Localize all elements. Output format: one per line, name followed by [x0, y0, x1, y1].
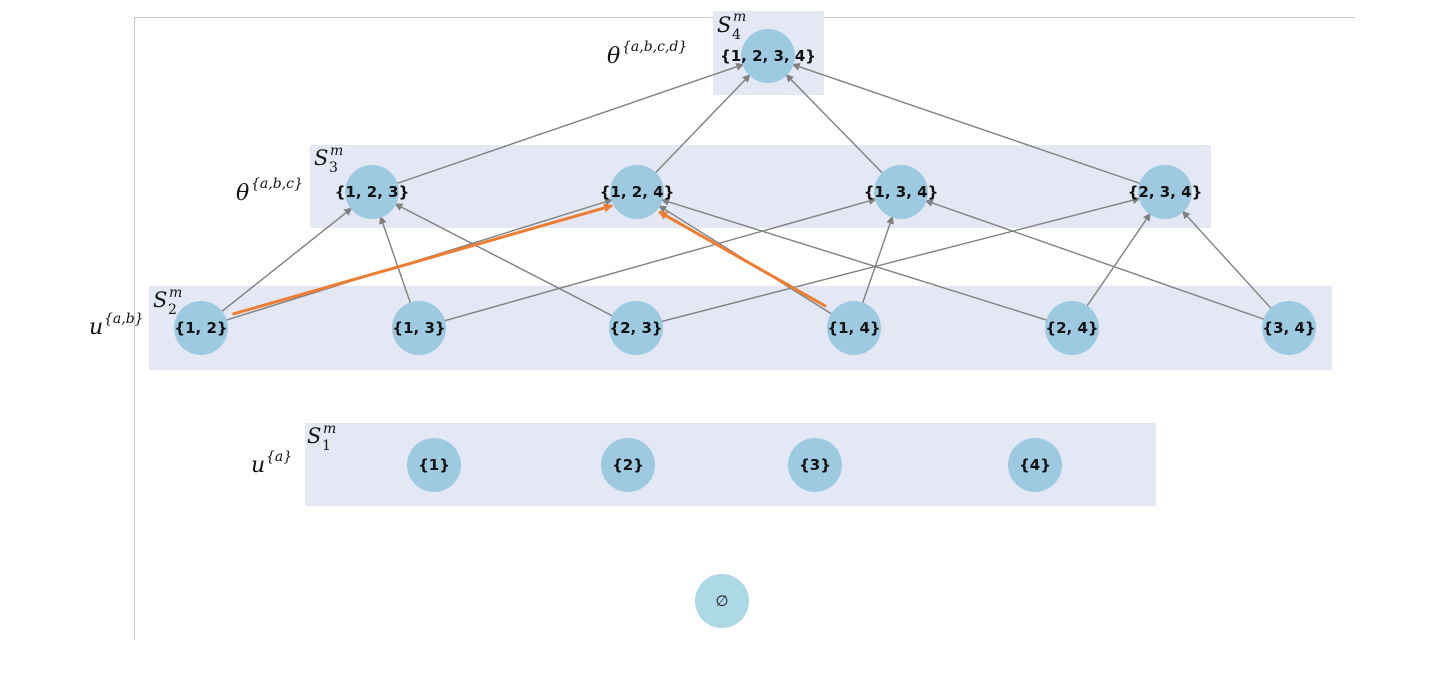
node-circle	[1138, 165, 1192, 219]
node-label: {4}	[1019, 456, 1051, 474]
layer-label-sub: 3	[329, 160, 338, 176]
param-main: θ	[236, 181, 249, 206]
node-2: {2}	[601, 438, 655, 492]
node-circle	[741, 29, 795, 83]
node-12: {1, 2}	[174, 301, 228, 355]
param-sup: {a,b,c,d}	[622, 39, 687, 55]
node-label: ∅	[715, 592, 728, 610]
node-1234: {1, 2, 3, 4}	[720, 29, 816, 83]
node-circle	[392, 301, 446, 355]
edge-n123-to-n1234	[390, 63, 745, 187]
node-label: {1, 3}	[392, 319, 445, 337]
param-label-s1: u {a}	[251, 449, 292, 478]
edge-n24-to-n234	[1082, 212, 1151, 312]
node-3: {3}	[788, 438, 842, 492]
node-label: {2, 3, 4}	[1128, 183, 1203, 201]
band-s2	[149, 286, 1332, 370]
edge-n134-to-n1234	[785, 74, 888, 179]
node-label: {1, 2, 4}	[600, 183, 675, 201]
layer-label-sup: m	[733, 9, 746, 25]
node-label: {2}	[612, 456, 644, 474]
node-124: {1, 2, 4}	[600, 165, 675, 219]
param-label-s2: u {a,b}	[89, 311, 144, 340]
node-4: {4}	[1008, 438, 1062, 492]
node-label: {2, 3}	[609, 319, 662, 337]
node-circle	[695, 574, 749, 628]
highlighted-edges	[232, 203, 827, 316]
node-label: {1, 2}	[174, 319, 227, 337]
node-circle	[610, 165, 664, 219]
param-main: u	[251, 453, 265, 478]
layer-label-sup: m	[323, 421, 336, 437]
node-label: {1, 3, 4}	[864, 183, 939, 201]
edge-n24-to-n124	[661, 198, 1054, 323]
node-circle	[827, 301, 881, 355]
edge-n14-to-n134	[859, 215, 894, 310]
node-24: {2, 4}	[1045, 301, 1099, 355]
edge-n12-to-n123	[216, 207, 353, 317]
layer-label-s3: S m 3	[314, 143, 343, 176]
node-label: {3, 4}	[1262, 319, 1315, 337]
node-label: {1, 2, 3, 4}	[720, 47, 816, 65]
node-123: {1, 2, 3}	[335, 165, 410, 219]
layer-label-sup: m	[169, 285, 182, 301]
node-circle	[1045, 301, 1099, 355]
param-sup: {a,b,c}	[251, 176, 303, 192]
highlight-edge-n14-to-n124	[658, 210, 827, 308]
param-sup: {a,b}	[104, 311, 144, 327]
node-circle	[1008, 438, 1062, 492]
edge-n23-to-n123	[394, 203, 619, 320]
layer-label-main: S	[307, 424, 321, 448]
node-circle	[345, 165, 399, 219]
node-circle	[874, 165, 928, 219]
param-label-s3: θ {a,b,c}	[236, 176, 303, 206]
node-14: {1, 4}	[827, 301, 881, 355]
edge-n23-to-n234	[655, 196, 1141, 324]
edge-n34-to-n234	[1181, 210, 1277, 314]
node-circle	[407, 438, 461, 492]
node-label: {2, 4}	[1045, 319, 1098, 337]
edge-n124-to-n1234	[650, 74, 751, 179]
node-circle	[1262, 301, 1316, 355]
layer-label-s1: S m 1	[307, 421, 336, 454]
node-1: {1}	[407, 438, 461, 492]
edge-n34-to-n134	[924, 199, 1271, 323]
param-main: θ	[607, 44, 620, 69]
node-empty-set: ∅	[695, 574, 749, 628]
node-circle	[601, 438, 655, 492]
param-sup: {a}	[266, 449, 292, 465]
node-circle	[609, 301, 663, 355]
layer-label-main: S	[314, 146, 328, 170]
layer-label-sub: 1	[322, 438, 331, 454]
edge-n13-to-n123	[379, 215, 414, 310]
layer-label-sub: 4	[732, 27, 741, 43]
node-label: {1, 4}	[827, 319, 880, 337]
band-s3	[310, 145, 1211, 228]
node-23: {2, 3}	[609, 301, 663, 355]
param-main: u	[89, 315, 103, 340]
node-234: {2, 3, 4}	[1128, 165, 1203, 219]
highlight-edge-n12-to-n124	[232, 203, 614, 316]
node-34: {3, 4}	[1262, 301, 1316, 355]
edge-n13-to-n134	[438, 197, 877, 324]
node-circle	[788, 438, 842, 492]
layer-label-main: S	[717, 13, 731, 37]
node-label: {3}	[799, 456, 831, 474]
node-label: {1, 2, 3}	[335, 183, 410, 201]
node-label: {1}	[418, 456, 450, 474]
layer-label-main: S	[153, 288, 167, 312]
node-circle	[174, 301, 228, 355]
node-134: {1, 3, 4}	[864, 165, 939, 219]
layer-label-sup: m	[330, 143, 343, 159]
layer-label-s4: S m 4	[717, 9, 746, 43]
edge-n234-to-n1234	[791, 62, 1147, 187]
node-13: {1, 3}	[392, 301, 446, 355]
param-label-s4: θ {a,b,c,d}	[607, 39, 687, 69]
layer-label-s2: S m 2	[153, 285, 182, 318]
layer-label-sub: 2	[168, 302, 177, 318]
